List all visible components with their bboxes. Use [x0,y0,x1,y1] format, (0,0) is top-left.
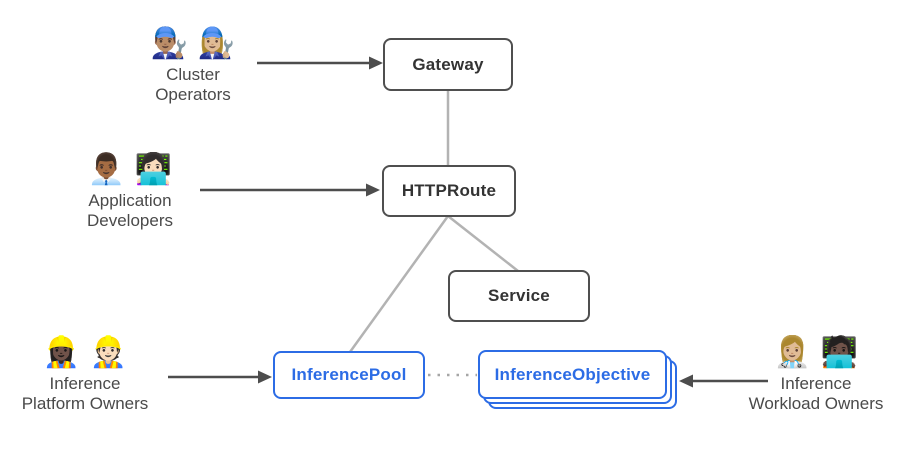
inference-workload-owners-label-line2: Workload Owners [748,394,884,414]
office-worker-technologist-emoji-icon: 👨🏾‍💼 👩🏻‍💻 [87,152,173,187]
inference-objective-label: InferenceObjective [494,364,651,384]
service-node: Service [448,270,590,322]
actor-inference-workload-owners: 👩🏼‍⚕️ 🧑🏿‍💻 Inference Workload Owners [724,333,902,415]
inference-platform-owners-label-line2: Platform Owners [21,394,149,414]
arrow-application-developers-httproute [200,183,380,197]
construction-workers-emoji-icon: 👷🏿‍♀️ 👷🏻 [42,335,128,370]
service-label: Service [488,286,550,305]
edge-httproute-inferencepool [348,215,450,353]
actor-inference-platform-owners: 👷🏿‍♀️ 👷🏻 Inference Platform Owners [0,333,177,415]
inference-pool-label: InferencePool [291,365,407,384]
inference-platform-owners-label-line1: Inference [49,373,121,393]
application-developers-label-line1: Application [88,190,172,210]
cluster-operators-label-line2: Operators [155,85,231,105]
health-worker-technologist-emoji-icon: 👩🏼‍⚕️ 🧑🏿‍💻 [773,335,859,370]
arrow-workload-owners-inferenceobjective [679,374,768,388]
edge-httproute-service [447,215,519,272]
arrow-cluster-operators-gateway [257,56,383,70]
arrow-platform-owners-inferencepool [168,370,272,384]
inference-objective-node-stack: InferenceObjective [478,350,677,409]
gateway-node: Gateway [383,38,513,91]
inference-workload-owners-label-line1: Inference [780,373,852,393]
application-developers-label-line2: Developers [87,211,173,231]
gateway-label: Gateway [412,54,484,74]
cluster-operators-label-line1: Cluster [166,64,220,84]
httproute-label: HTTPRoute [401,181,497,200]
mechanics-emoji-icon: 👨🏽‍🔧 👩🏼‍🔧 [150,26,236,61]
inference-pool-node: InferencePool [273,351,425,399]
actor-application-developers: 👨🏾‍💼 👩🏻‍💻 Application Developers [38,150,222,232]
actor-cluster-operators: 👨🏽‍🔧 👩🏼‍🔧 Cluster Operators [101,24,285,106]
inference-objective-node: InferenceObjective [478,350,667,399]
httproute-node: HTTPRoute [382,165,516,217]
